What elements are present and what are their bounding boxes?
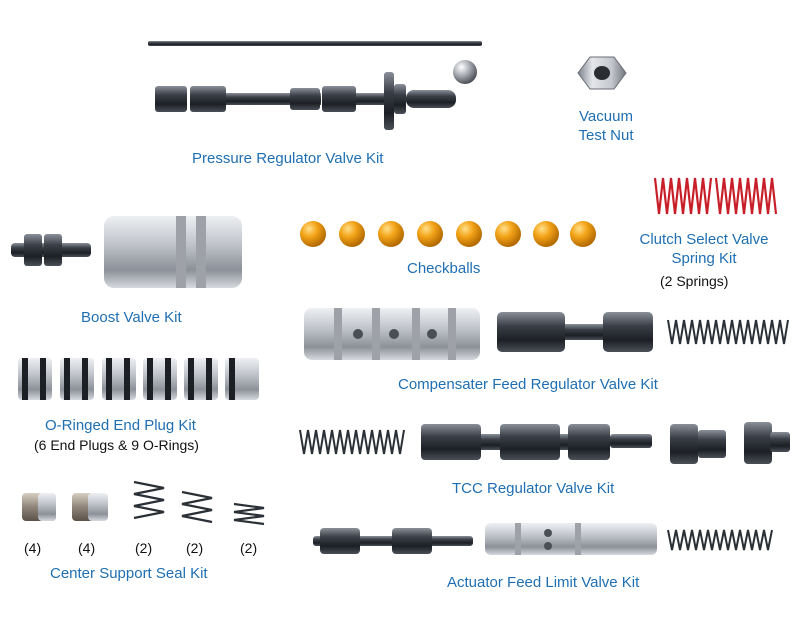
clutch-select-label: Clutch Select Valve Spring Kit — [616, 231, 792, 267]
center-support-spring-2 — [181, 490, 213, 524]
center-support-qty-1: (4) — [24, 540, 42, 556]
actuator-spring — [667, 529, 773, 551]
center-support-spring-3 — [233, 502, 265, 526]
boost-valve-label: Boost Valve Kit — [81, 309, 182, 326]
clutch-select-springs — [653, 177, 778, 215]
tcc-spring — [299, 429, 405, 455]
vacuum-test-nut-label: Vacuum Test Nut — [560, 108, 652, 144]
pressure-regulator-rod — [148, 41, 482, 46]
steel-ball — [453, 60, 477, 84]
pressure-regulator-label: Pressure Regulator Valve Kit — [192, 150, 384, 167]
center-support-label: Center Support Seal Kit — [50, 565, 208, 582]
vacuum-test-nut — [577, 56, 627, 90]
checkballs-label: Checkballs — [407, 260, 481, 277]
compensater-label: Compensater Feed Regulator Valve Kit — [398, 376, 658, 393]
center-support-seal-1 — [22, 493, 56, 521]
tcc-end-plug-2 — [744, 422, 790, 464]
tcc-valve — [421, 424, 652, 460]
pressure-regulator-valve — [155, 72, 456, 130]
compensater-valve — [497, 312, 653, 352]
center-support-qty-2: (4) — [78, 540, 96, 556]
o-ringed-end-plug-label: O-Ringed End Plug Kit — [45, 417, 196, 434]
boost-valve-small — [11, 234, 91, 266]
tcc-end-plug-1 — [670, 424, 726, 464]
actuator-sleeve — [485, 523, 657, 555]
clutch-label-line2: Spring Kit — [671, 250, 737, 267]
actuator-valve — [313, 528, 473, 554]
boost-valve-sleeve — [104, 216, 242, 288]
center-support-qty-5: (2) — [240, 540, 258, 556]
clutch-select-sublabel: (2 Springs) — [660, 273, 729, 289]
checkballs-row — [300, 221, 596, 247]
compensater-sleeve — [304, 308, 480, 360]
compensater-spring — [667, 319, 789, 345]
o-ringed-end-plug-sublabel: (6 End Plugs & 9 O-Rings) — [34, 437, 199, 453]
center-support-spring-1 — [133, 480, 165, 520]
center-support-seal-2 — [72, 493, 108, 521]
center-support-qty-3: (2) — [135, 540, 153, 556]
center-support-qty-4: (2) — [186, 540, 204, 556]
vacuum-label-line1: Vacuum — [579, 108, 633, 125]
tcc-regulator-label: TCC Regulator Valve Kit — [452, 480, 615, 497]
vacuum-label-line2: Test Nut — [578, 127, 634, 144]
actuator-feed-label: Actuator Feed Limit Valve Kit — [447, 574, 640, 591]
o-ringed-end-plugs — [18, 358, 259, 400]
clutch-label-line1: Clutch Select Valve — [639, 231, 769, 248]
